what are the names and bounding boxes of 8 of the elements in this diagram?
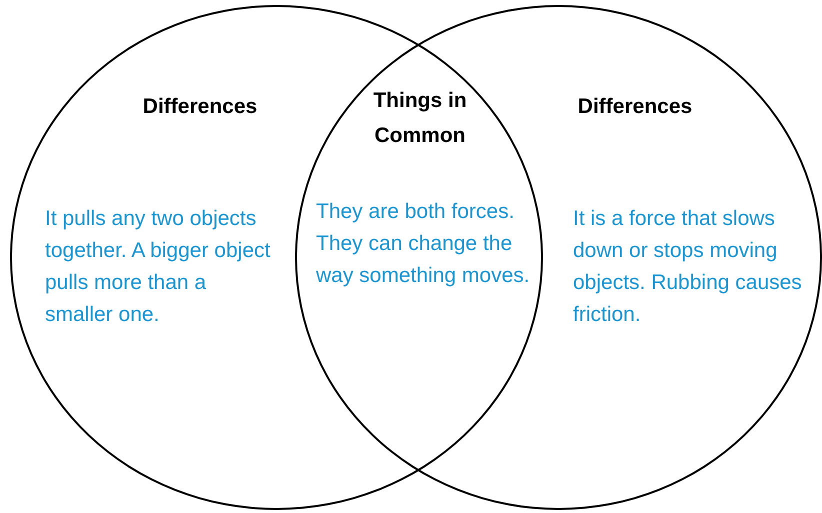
section-heading: Things in Common xyxy=(372,88,468,149)
section-heading: Differences xyxy=(142,94,258,120)
section-heading: Differences xyxy=(576,94,694,120)
description-text: It is a force that slows down or stops moving objects. Rubbing causes friction. xyxy=(573,206,803,328)
description-text: They are both forces. They can change the way something moves. xyxy=(316,199,531,289)
venn-circle xyxy=(10,5,543,510)
description-text: It pulls any two objects together. A bigger object pulls more than a smaller one. xyxy=(45,206,272,328)
venn-circle xyxy=(295,5,822,510)
